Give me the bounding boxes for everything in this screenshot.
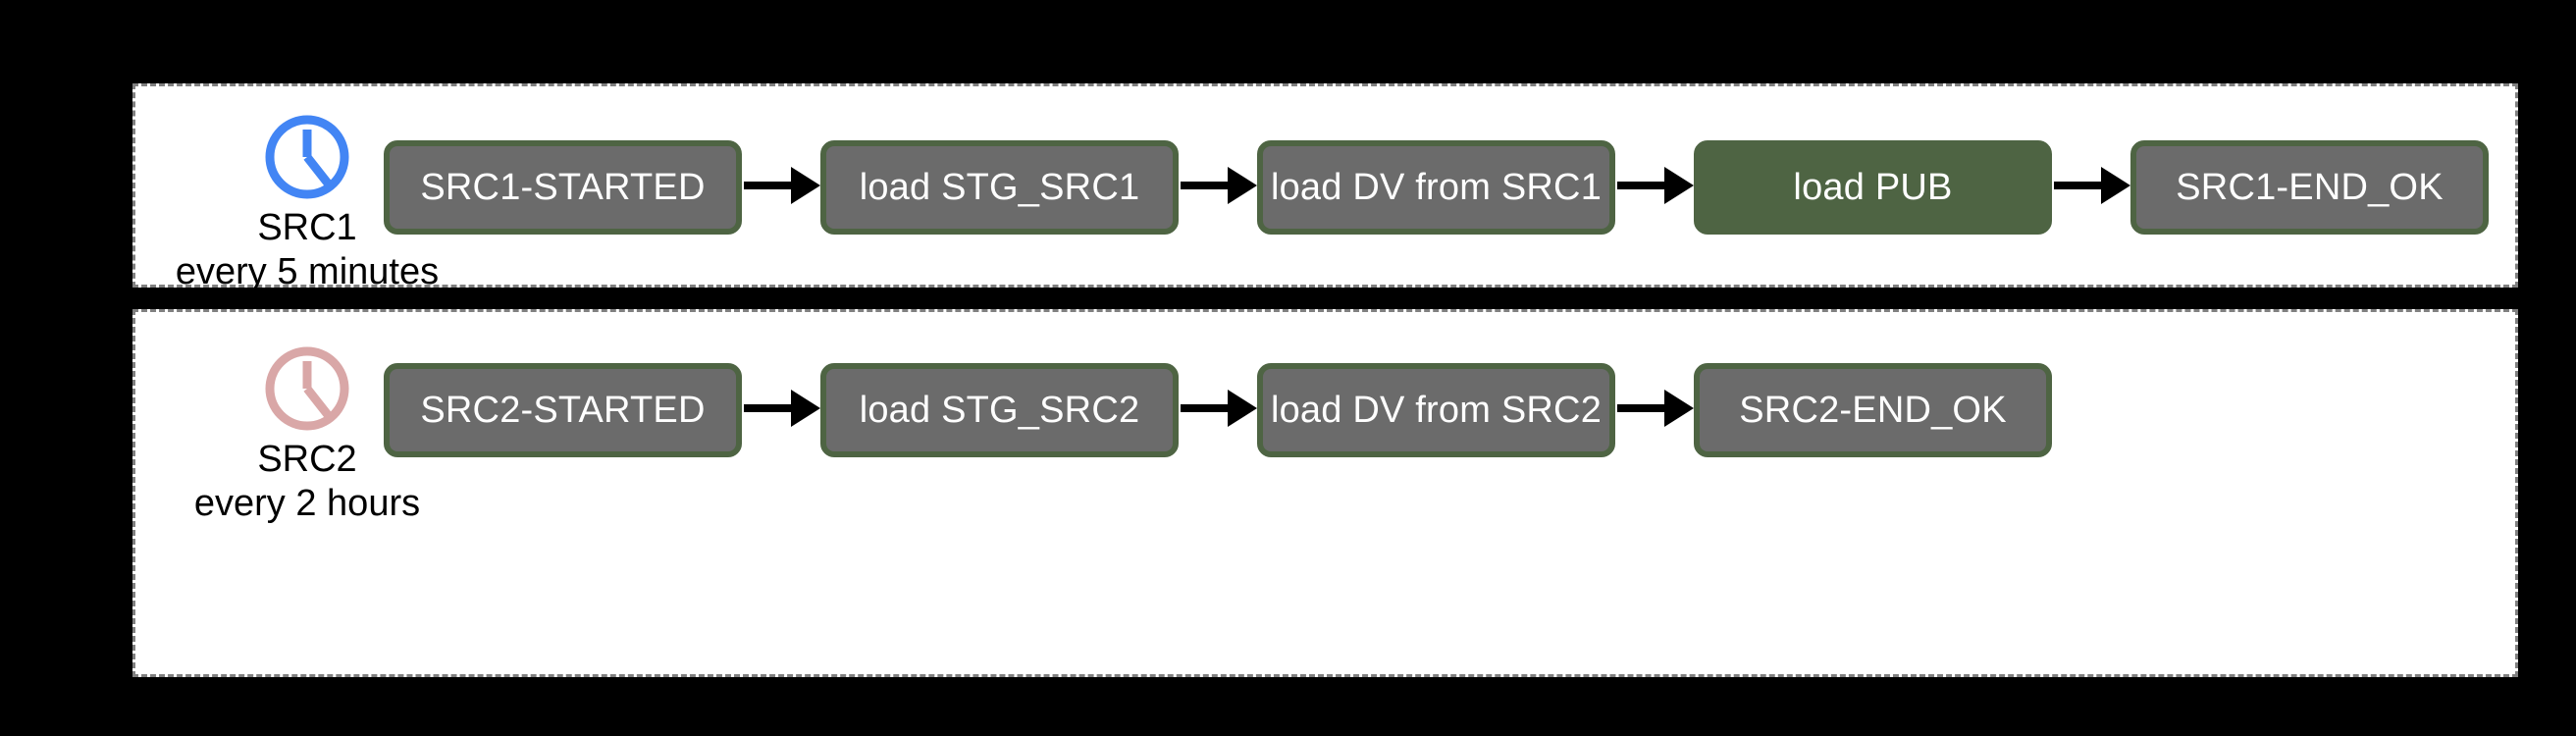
- arrow-shaft: [1617, 182, 1665, 189]
- arrow-head-icon: [1228, 167, 1257, 204]
- task-node-load-stg-src2[interactable]: load STG_SRC2: [820, 363, 1179, 457]
- arrow-head-icon: [1228, 390, 1257, 427]
- arrow-head-icon: [791, 167, 820, 204]
- arrow-head-icon: [2101, 167, 2130, 204]
- trigger-name-src2: SRC2: [257, 439, 357, 480]
- flow-arrow-src1-1: [744, 167, 820, 204]
- clock-icon: [265, 346, 349, 431]
- task-node-load-dv-from-src1[interactable]: load DV from SRC1: [1257, 140, 1615, 235]
- task-node-load-stg-src1[interactable]: load STG_SRC1: [820, 140, 1179, 235]
- flow-arrow-src2-2: [1181, 390, 1257, 427]
- task-node-load-pub[interactable]: load PUB: [1694, 140, 2052, 235]
- flow-arrow-src2-1: [744, 390, 820, 427]
- arrow-shaft: [2054, 182, 2102, 189]
- arrow-shaft: [1617, 404, 1665, 412]
- flow-arrow-src1-3: [1617, 167, 1694, 204]
- arrow-head-icon: [1664, 167, 1694, 204]
- arrow-head-icon: [791, 390, 820, 427]
- arrow-shaft: [744, 182, 792, 189]
- arrow-shaft: [1181, 404, 1229, 412]
- trigger-schedule-src1: every 5 minutes: [175, 250, 440, 292]
- task-node-src1-end-ok[interactable]: SRC1-END_OK: [2130, 140, 2489, 235]
- task-node-src2-started[interactable]: SRC2-STARTED: [384, 363, 742, 457]
- trigger-name-src1: SRC1: [257, 207, 357, 248]
- flow-arrow-src2-3: [1617, 390, 1694, 427]
- arrow-shaft: [1181, 182, 1229, 189]
- arrow-head-icon: [1664, 390, 1694, 427]
- task-node-src1-started[interactable]: SRC1-STARTED: [384, 140, 742, 235]
- task-node-load-dv-from-src2[interactable]: load DV from SRC2: [1257, 363, 1615, 457]
- trigger-src2[interactable]: SRC2 every 2 hours: [160, 340, 454, 526]
- pipeline-panel-src1: SRC1 every 5 minutes SRC1-STARTED load S…: [132, 83, 2518, 292]
- arrow-shaft: [744, 404, 792, 412]
- pipeline-panel-src2: SRC2 every 2 hours SRC2-STARTED load STG…: [132, 309, 2518, 677]
- flow-arrow-src1-2: [1181, 167, 1257, 204]
- flow-arrow-src1-4: [2054, 167, 2130, 204]
- trigger-src1[interactable]: SRC1 every 5 minutes: [160, 108, 454, 294]
- task-node-src2-end-ok[interactable]: SRC2-END_OK: [1694, 363, 2052, 457]
- trigger-schedule-src2: every 2 hours: [193, 482, 421, 524]
- clock-icon: [265, 115, 349, 199]
